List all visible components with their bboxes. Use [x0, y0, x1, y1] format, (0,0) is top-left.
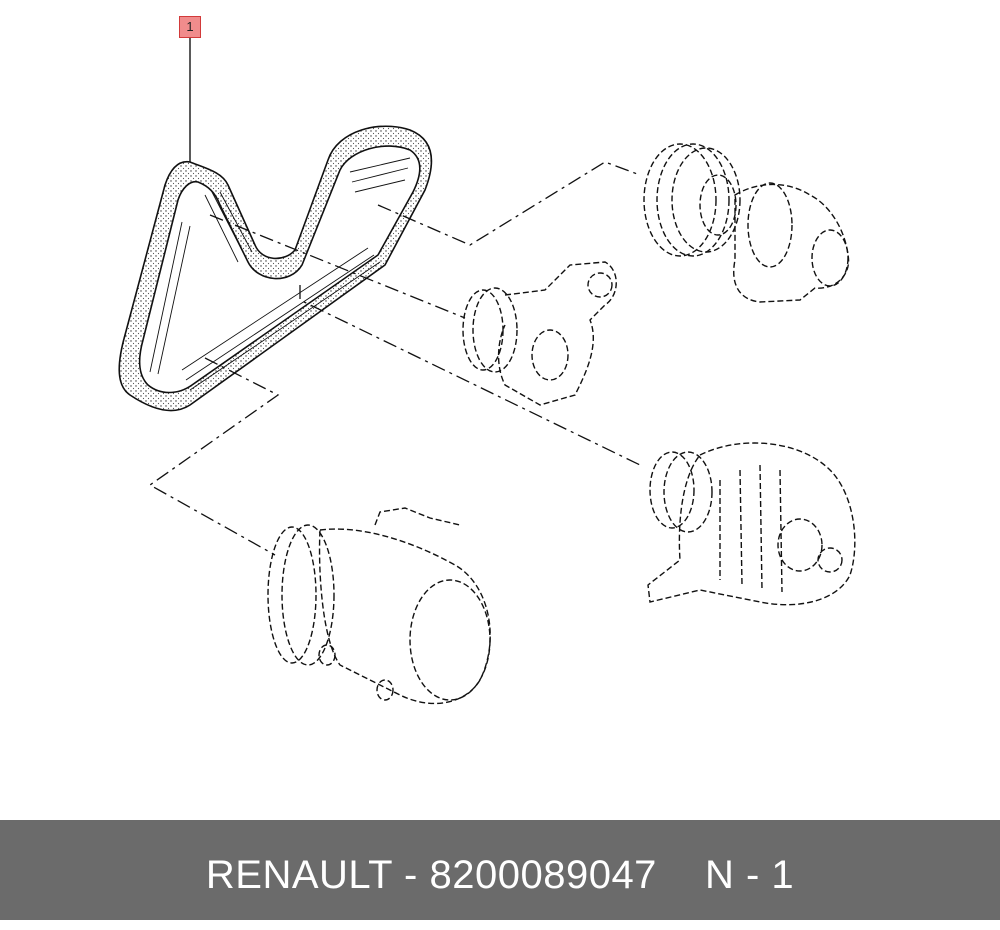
exploded-parts-diagram: [118, 38, 856, 705]
separator: -: [404, 853, 418, 897]
tensioner-icon[interactable]: [462, 261, 617, 406]
footer-bar: RENAULT - 8200089047 N - 1: [0, 820, 1000, 920]
leader-lines: [148, 161, 641, 556]
ribbed-belt-icon[interactable]: [118, 125, 433, 412]
brand-name: RENAULT: [205, 853, 393, 897]
crankshaft-pulley-icon[interactable]: [643, 143, 850, 303]
footer-caption: RENAULT - 8200089047 N - 1: [0, 820, 1000, 920]
part-callout-badge: 1: [179, 16, 201, 38]
part-number: 8200089047: [429, 853, 657, 897]
alternator-icon[interactable]: [647, 442, 856, 606]
ac-compressor-icon[interactable]: [267, 507, 491, 705]
position-code: N - 1: [704, 853, 795, 897]
